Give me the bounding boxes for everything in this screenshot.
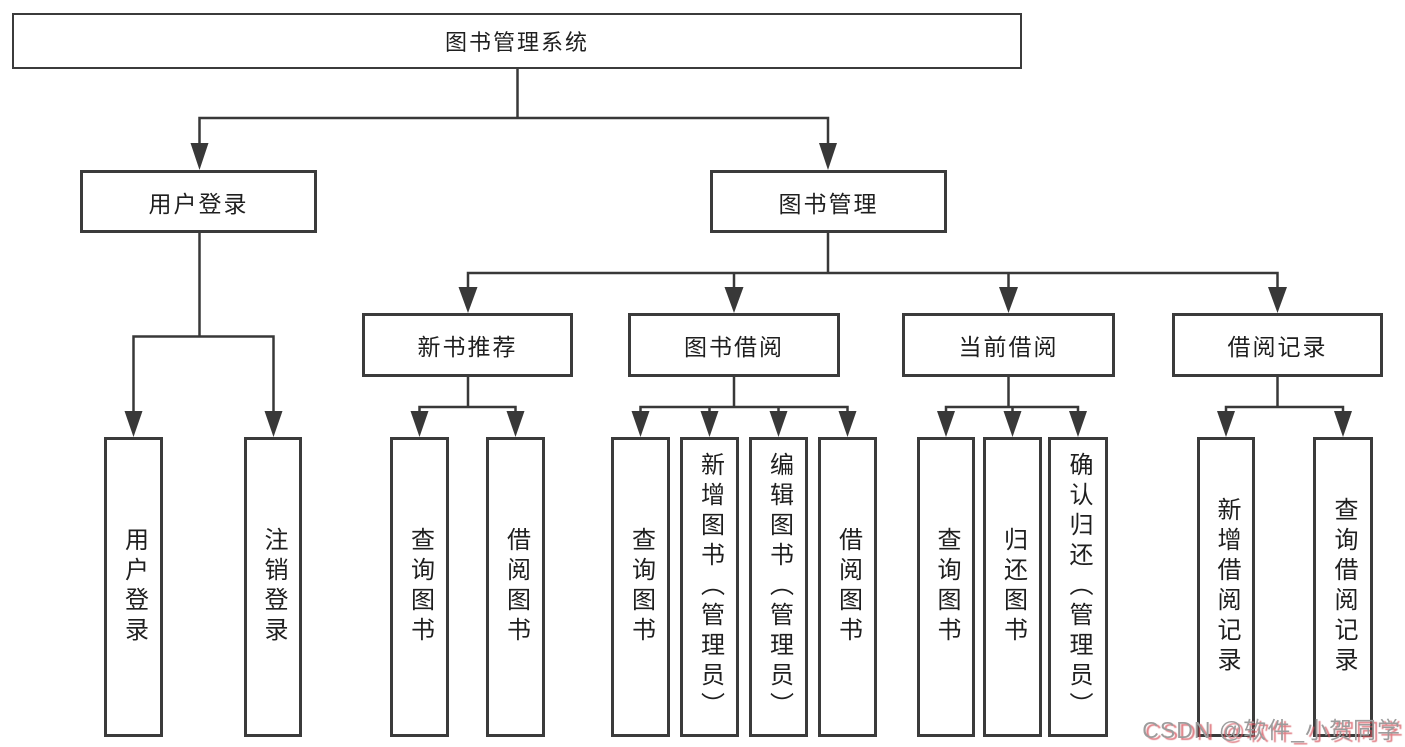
leaf-logout: 注销登录	[244, 437, 302, 737]
leaf-confirm-return-admin: 确认归还（管理员）	[1048, 437, 1108, 737]
node-new-book-recommend: 新书推荐	[362, 313, 573, 377]
leaf-query-borrow-record: 查询借阅记录	[1313, 437, 1373, 737]
leaf-query-books-3-label: 查询图书	[933, 527, 960, 647]
leaf-confirm-return-admin-label: 确认归还（管理员）	[1065, 452, 1092, 722]
leaf-return-book-label: 归还图书	[999, 527, 1027, 647]
leaf-logout-label: 注销登录	[260, 527, 287, 647]
node-book-management-label: 图书管理	[778, 190, 879, 217]
node-current-borrowing: 当前借阅	[902, 313, 1115, 377]
leaf-user-login: 用户登录	[104, 437, 163, 737]
leaf-query-books-3: 查询图书	[917, 437, 975, 737]
leaf-add-borrow-record-label: 新增借阅记录	[1213, 497, 1240, 677]
node-current-borrowing-label: 当前借阅	[958, 334, 1059, 360]
node-borrow-records: 借阅记录	[1172, 313, 1383, 377]
node-new-book-recommend-label: 新书推荐	[417, 334, 518, 360]
leaf-edit-book-admin: 编辑图书（管理员）	[749, 437, 808, 737]
leaf-query-books-2: 查询图书	[611, 437, 670, 737]
node-book-management: 图书管理	[710, 170, 947, 233]
leaf-query-books-1: 查询图书	[390, 437, 449, 737]
leaf-add-borrow-record: 新增借阅记录	[1197, 437, 1255, 737]
leaf-borrow-books-2: 借阅图书	[818, 437, 877, 737]
leaf-query-books-1-label: 查询图书	[406, 527, 434, 647]
leaf-query-borrow-record-label: 查询借阅记录	[1330, 497, 1357, 677]
leaf-add-book-admin-label: 新增图书（管理员）	[696, 452, 724, 722]
node-root-system: 图书管理系统	[12, 13, 1022, 69]
node-book-borrowing-label: 图书借阅	[684, 334, 784, 360]
leaf-edit-book-admin-label: 编辑图书（管理员）	[765, 452, 793, 722]
leaf-borrow-books-1: 借阅图书	[486, 437, 545, 737]
leaf-return-book: 归还图书	[983, 437, 1042, 737]
leaf-user-login-label: 用户登录	[120, 527, 148, 647]
leaf-borrow-books-2-label: 借阅图书	[834, 527, 862, 647]
node-borrow-records-label: 借阅记录	[1227, 334, 1328, 360]
leaf-borrow-books-1-label: 借阅图书	[502, 527, 530, 647]
node-user-login: 用户登录	[80, 170, 317, 233]
csdn-watermark: CSDN @软件_小贺同学	[1142, 717, 1401, 743]
leaf-add-book-admin: 新增图书（管理员）	[680, 437, 739, 737]
node-root-label: 图书管理系统	[444, 30, 589, 55]
node-user-login-label: 用户登录	[148, 190, 249, 217]
node-book-borrowing: 图书借阅	[628, 313, 840, 377]
leaf-query-books-2-label: 查询图书	[627, 527, 655, 647]
